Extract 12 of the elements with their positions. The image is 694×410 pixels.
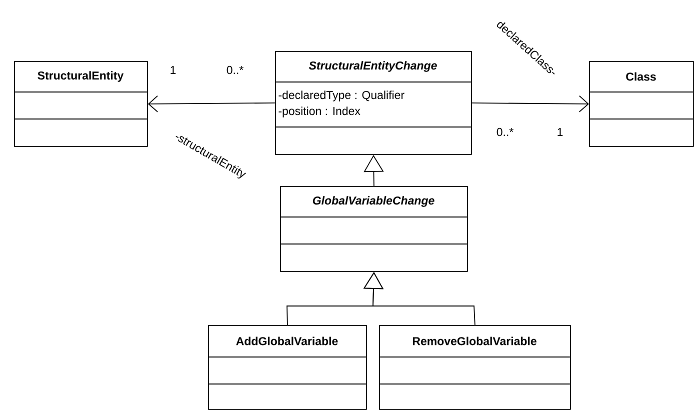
class-box: GlobalVariableChange bbox=[280, 186, 468, 272]
class-box: StructuralEntityChange -declaredType : Qualifier -position : Index bbox=[274, 51, 472, 155]
multiplicity-label: 0..* bbox=[226, 66, 244, 74]
class-box: RemoveGlobalVariable bbox=[378, 325, 571, 410]
class-box: Class bbox=[588, 61, 694, 147]
class-box: StructuralEntity bbox=[14, 61, 148, 147]
class-box: AddGlobalVariable bbox=[208, 325, 367, 410]
multiplicity-label: 0..* bbox=[496, 128, 514, 136]
association-arrow bbox=[148, 95, 276, 112]
multiplicity-label: 1 bbox=[558, 128, 563, 136]
association-arrow bbox=[471, 95, 589, 112]
multiplicity-label: 1 bbox=[170, 66, 176, 74]
